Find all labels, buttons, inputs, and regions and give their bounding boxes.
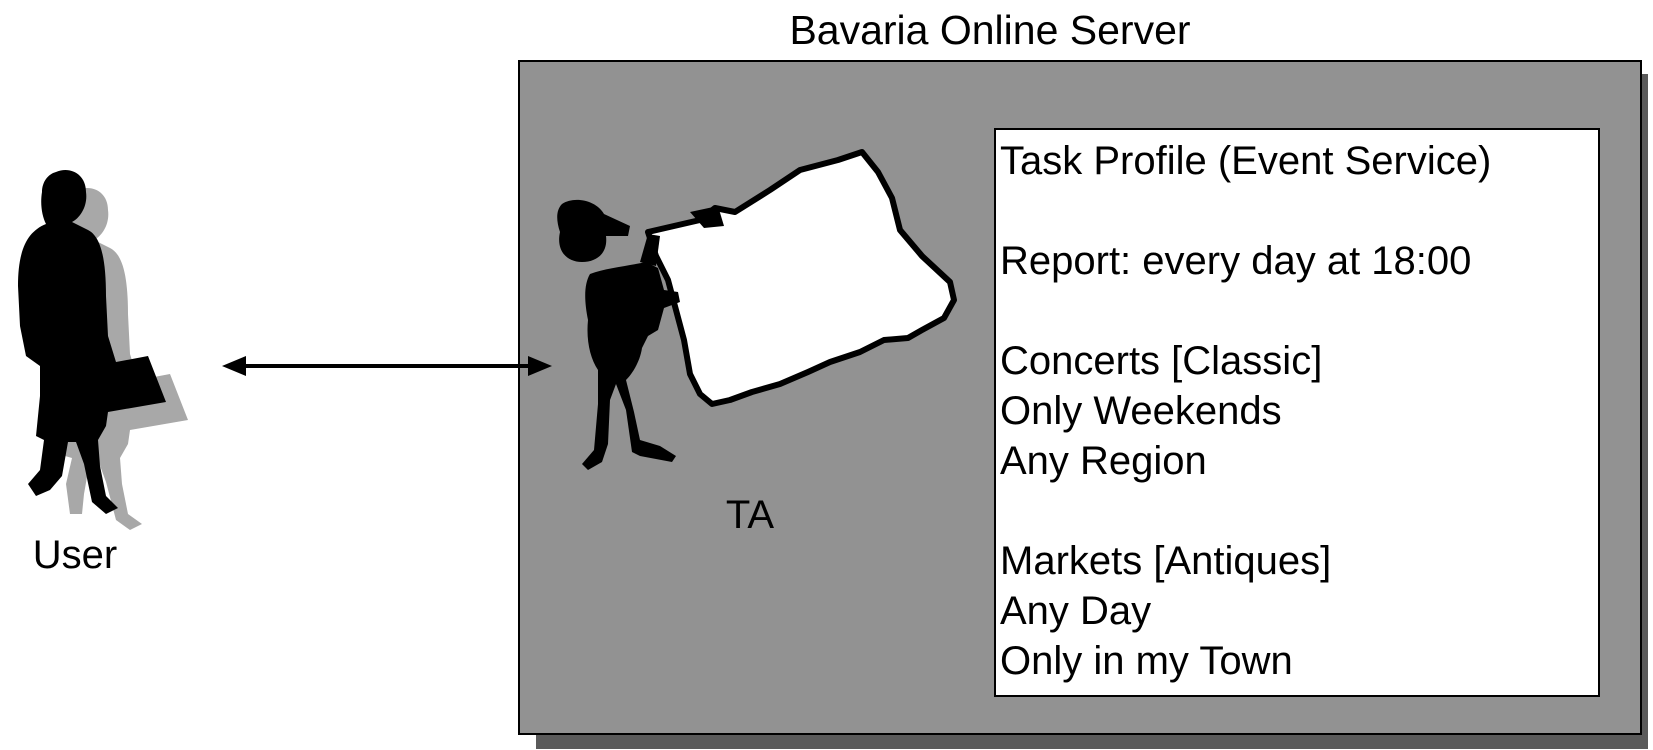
task-profile-markets-days: Any Day [1000, 589, 1152, 633]
task-profile-concerts-region: Any Region [1000, 439, 1207, 483]
arrow-left-head [222, 356, 246, 376]
task-profile-markets-region: Only in my Town [1000, 639, 1293, 683]
task-profile-concerts: Concerts [Classic] [1000, 339, 1323, 383]
task-profile-title: Task Profile (Event Service) [1000, 139, 1492, 183]
task-profile-concerts-days: Only Weekends [1000, 389, 1282, 433]
user-silhouette-icon [18, 170, 166, 514]
server-title: Bavaria Online Server [789, 7, 1191, 53]
arrow-right-head [528, 356, 552, 376]
task-profile-report: Report: every day at 18:00 [1000, 239, 1472, 283]
user-label: User [32, 533, 118, 577]
agent-head-icon [557, 199, 630, 262]
task-profile-panel: Task Profile (Event Service) Report: eve… [994, 128, 1600, 697]
task-agent-label: TA [725, 493, 775, 537]
task-profile-markets: Markets [Antiques] [1000, 539, 1332, 583]
agent-body-icon [582, 262, 680, 470]
agent-sheet-icon [645, 149, 957, 407]
